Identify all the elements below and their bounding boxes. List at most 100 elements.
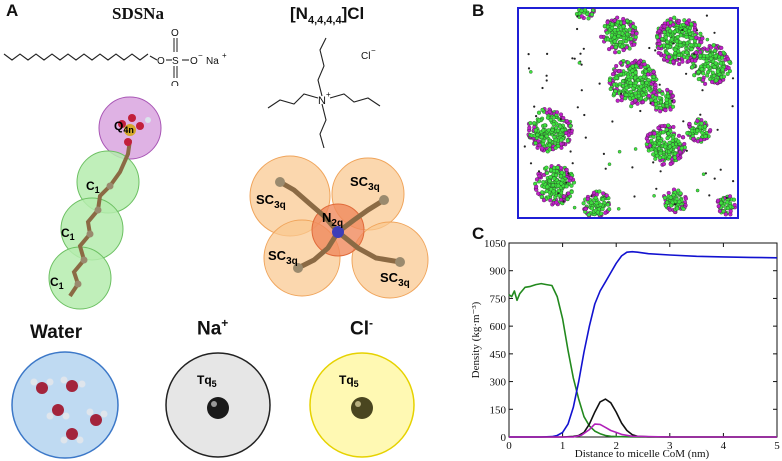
surfactant-bead: [624, 85, 629, 90]
surfactant-bead: [643, 69, 648, 74]
surfactant-bead: [631, 24, 636, 29]
surfactant-bead: [675, 34, 680, 40]
sodium-atom: [207, 397, 229, 419]
surfactant-bead: [545, 115, 551, 120]
surfactant-bead: [723, 212, 728, 217]
counterion-bead: [731, 105, 734, 108]
counterion-bead: [580, 63, 583, 66]
surfactant-bead: [690, 129, 695, 134]
surfactant-bead: [682, 18, 687, 23]
surfactant-bead: [664, 127, 669, 132]
surfactant-bead: [701, 71, 706, 76]
surfactant-bead: [648, 131, 653, 136]
surfactant-bead: [653, 102, 658, 107]
surfactant-bead: [617, 69, 622, 74]
counterion-bead: [639, 109, 642, 113]
surfactant-bead: [604, 193, 609, 198]
surfactant-bead: [671, 124, 676, 130]
surfactant-bead: [569, 183, 574, 188]
surfactant-bead: [656, 38, 661, 43]
surfactant-bead: [541, 128, 546, 133]
surfactant-bead: [670, 104, 676, 109]
free-surfactant-bead: [652, 194, 656, 198]
surfactant-bead: [682, 141, 687, 147]
surfactant-bead: [610, 22, 615, 27]
surfactant-bead: [651, 69, 656, 74]
y-tick-label: 150: [490, 404, 507, 416]
surfactant-bead: [698, 137, 703, 142]
surfactant-bead: [633, 80, 638, 86]
surfactant-bead: [616, 50, 622, 55]
surfactant-bead: [624, 39, 629, 44]
surfactant-bead: [607, 207, 612, 212]
counterion-bead: [685, 149, 688, 152]
surfactant-bead: [710, 79, 715, 85]
density-series-line-1: [508, 282, 777, 438]
surfactant-bead: [614, 63, 619, 69]
surfactant-bead: [619, 44, 625, 49]
surfactant-bead: [630, 30, 635, 35]
y-axis-label: Density (kg·m⁻³): [472, 301, 482, 378]
surfactant-bead: [687, 29, 692, 34]
surfactant-bead: [681, 135, 686, 140]
surfactant-bead: [559, 170, 564, 175]
surfactant-bead: [547, 179, 552, 184]
surfactant-bead: [559, 181, 564, 186]
surfactant-bead: [725, 71, 730, 76]
surfactant-bead: [694, 35, 699, 40]
x-tick-label: 0: [506, 440, 512, 452]
surfactant-bead: [626, 60, 631, 65]
surfactant-bead: [544, 134, 549, 139]
surfactant-bead: [673, 55, 678, 60]
surfactant-bead: [545, 184, 550, 189]
surfactant-bead: [622, 20, 627, 25]
surfactant-bead: [665, 44, 670, 49]
surfactant-bead: [718, 61, 723, 66]
surfactant-bead: [685, 131, 690, 136]
surfactant-bead: [676, 156, 681, 161]
surfactant-bead: [667, 54, 672, 59]
surfactant-bead: [645, 139, 651, 144]
surfactant-bead: [544, 170, 550, 176]
surfactant-bead: [605, 37, 611, 42]
surfactant-bead: [633, 35, 638, 40]
butyl-arm-up: [317, 37, 327, 97]
surfactant-bead: [554, 200, 559, 205]
free-surfactant-bead: [666, 91, 670, 96]
y-tick-label: 750: [490, 293, 507, 305]
surfactant-bead: [685, 41, 690, 46]
counterion-bead: [731, 77, 735, 80]
surfactant-bead: [669, 37, 674, 42]
surfactant-bead: [662, 195, 667, 200]
surfactant-bead: [651, 152, 656, 157]
surfactant-bead: [589, 206, 595, 211]
surfactant-bead: [579, 14, 584, 19]
sds-title: SDSNa: [112, 4, 164, 23]
surfactant-bead: [548, 175, 553, 180]
surfactant-bead: [564, 184, 569, 189]
free-surfactant-bead: [572, 205, 577, 210]
counterion-bead: [571, 162, 574, 165]
counterion-bead: [571, 57, 574, 60]
chloride-atom: [351, 397, 373, 419]
surfactant-bead: [675, 206, 680, 211]
counterion-bead: [598, 82, 601, 85]
surfactant-bead: [683, 196, 688, 201]
density-series-line-4: [509, 423, 777, 438]
surfactant-bead: [537, 173, 542, 179]
ammonium-structure: N + Cl −: [267, 37, 381, 149]
surfactant-bead: [716, 198, 721, 203]
surfactant-bead: [660, 124, 665, 129]
density-series-line-2: [509, 250, 778, 438]
surfactant-bead: [694, 50, 699, 55]
counterion-bead: [695, 29, 699, 32]
counterion-bead: [648, 46, 651, 50]
surfactant-bead: [609, 33, 614, 38]
surfactant-bead: [652, 90, 657, 95]
surfactant-bead: [626, 74, 631, 79]
counterion-bead: [529, 162, 533, 165]
surfactant-bead: [667, 207, 673, 212]
ammonium-cg-model: SC3q SC3q N2q SC3q SC3q: [249, 155, 429, 299]
surfactant-bead: [593, 195, 598, 200]
